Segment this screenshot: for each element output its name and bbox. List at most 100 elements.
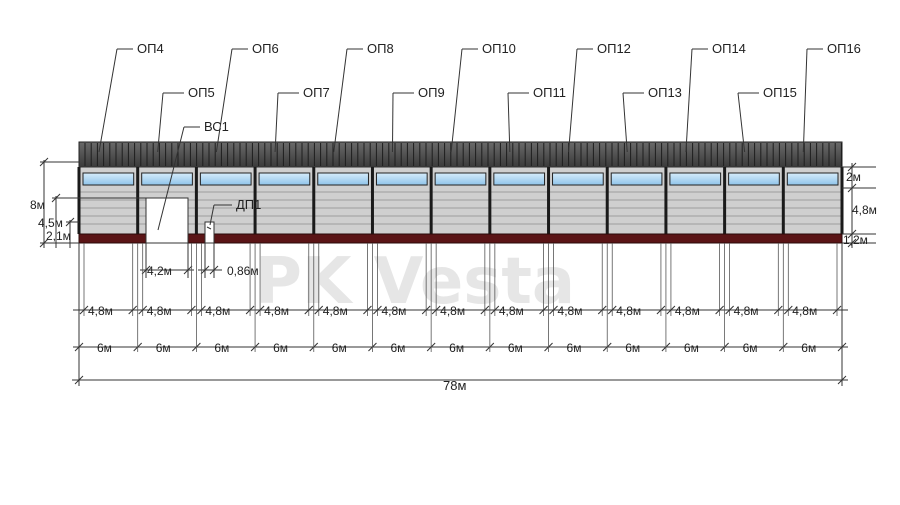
tick (490, 305, 500, 315)
tick (128, 305, 138, 315)
top-labels: ОП4 ОП6 ОП8 ОП10 ОП12 ОП14 ОП16 (137, 41, 861, 56)
roof-band (78, 141, 843, 168)
leader (274, 92, 279, 153)
tick (607, 305, 617, 315)
window (141, 172, 193, 186)
dim-gate-width: 4,2м (147, 264, 172, 278)
dim-total-height: 8м (30, 198, 45, 212)
tick (715, 305, 724, 315)
top-label-2: ОП6 (252, 41, 279, 56)
tick (304, 305, 314, 315)
leader (737, 92, 746, 153)
tick (773, 305, 783, 315)
tick (421, 305, 431, 315)
leader (622, 92, 628, 153)
top-label-4: ОП10 (482, 41, 516, 56)
column (312, 167, 316, 234)
window-strip (82, 172, 839, 186)
top-label-6: ОП14 (712, 41, 746, 56)
leader (450, 48, 463, 153)
dim-total-length: 78м (443, 378, 466, 393)
dim-right-top: 2м (846, 170, 861, 184)
dim-bay-13: 6м (801, 341, 816, 355)
door-dp1 (204, 221, 215, 244)
dim-door-height: 2,1м (46, 229, 71, 243)
tick (597, 305, 607, 315)
top-label-3: ОП8 (367, 41, 394, 56)
opening-dimensions (140, 243, 222, 278)
left-dimensions (39, 157, 146, 248)
column (840, 167, 844, 234)
top-label-7: ОП16 (827, 41, 861, 56)
window (786, 172, 839, 186)
column (136, 167, 140, 234)
dim-bay-7: 6м (449, 341, 464, 355)
tick (539, 305, 548, 315)
top-label-1: ОП4 (137, 41, 164, 56)
mid-label-6: ОП15 (763, 85, 797, 100)
leader (685, 48, 693, 153)
dim-bay-12: 6м (743, 341, 758, 355)
window (82, 172, 135, 186)
window (728, 172, 780, 186)
dim-bay-11: 6м (684, 341, 699, 355)
leader-lines (98, 48, 823, 231)
column (547, 167, 551, 234)
tick (314, 305, 324, 315)
tick (431, 305, 441, 315)
tick (79, 305, 89, 315)
leader (98, 48, 118, 153)
window (434, 172, 487, 186)
leader (391, 92, 394, 153)
tick (197, 305, 206, 315)
mid-label-5: ОП13 (648, 85, 682, 100)
column (77, 167, 81, 234)
dim-bay-panel-3: 4,8м (205, 304, 230, 318)
dim-bay-panel-7: 4,8м (440, 304, 465, 318)
dim-right-bottom: 1,2м (843, 233, 868, 247)
gate-label: ВС1 (204, 119, 229, 134)
dim-bay-panel-11: 4,8м (675, 304, 700, 318)
tick (245, 305, 255, 315)
top-label-5: ОП12 (597, 41, 631, 56)
dim-bay-5: 6м (332, 341, 347, 355)
dim-bay-panel-4: 4,8м (264, 304, 289, 318)
dim-bay-4: 6м (273, 341, 288, 355)
leader (157, 92, 164, 153)
overall-dimension (72, 243, 848, 386)
window (669, 172, 722, 186)
roof-ribs (84, 143, 842, 166)
dim-bay-panel-10: 4,8м (616, 304, 641, 318)
dim-bay-2: 6м (156, 341, 171, 355)
dim-bay-1: 6м (97, 341, 112, 355)
column (488, 167, 492, 234)
dim-bay-panel-12: 4,8м (734, 304, 759, 318)
dim-bay-8: 6м (508, 341, 523, 355)
tick (373, 305, 382, 315)
gate-leader (157, 126, 185, 231)
tick (666, 305, 676, 315)
tick (138, 305, 148, 315)
plinth-band (78, 233, 843, 244)
column (664, 167, 668, 234)
mid-label-1: ОП5 (188, 85, 215, 100)
dim-bay-panel-9: 4,8м (558, 304, 583, 318)
column (253, 167, 257, 234)
dim-right-middle: 4,8м (852, 203, 877, 217)
mid-label-3: ОП9 (418, 85, 445, 100)
column (605, 167, 609, 234)
mid-label-2: ОП7 (303, 85, 330, 100)
leader (568, 48, 578, 153)
window (375, 172, 428, 186)
column (370, 167, 374, 234)
dim-bay-3: 6м (214, 341, 229, 355)
dim-door-width: 0,86м (227, 264, 259, 278)
gate-vs1 (145, 197, 189, 244)
dim-gate-height: 4,5м (38, 216, 63, 230)
right-dimensions (842, 162, 876, 248)
window (317, 172, 369, 186)
tick (187, 305, 196, 315)
